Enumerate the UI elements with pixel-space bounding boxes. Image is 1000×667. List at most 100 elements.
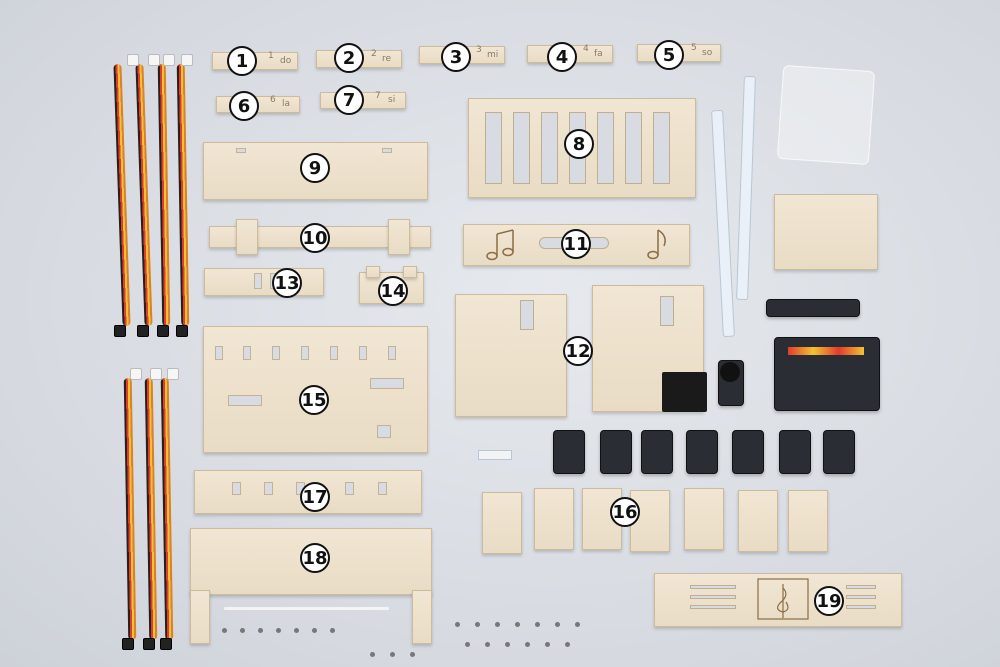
panel-hole xyxy=(345,482,354,495)
key-slot xyxy=(485,112,502,184)
screw xyxy=(505,642,510,647)
screw xyxy=(535,622,540,627)
part-label-5: 5 xyxy=(654,40,684,70)
cable-connector xyxy=(127,54,139,66)
screw xyxy=(455,622,460,627)
speaker-slot xyxy=(690,585,736,589)
speaker-slot xyxy=(846,595,876,599)
panel-hole xyxy=(264,482,273,495)
panel-16-piece xyxy=(482,492,522,554)
panel-10-tab xyxy=(388,219,410,255)
screw xyxy=(515,622,520,627)
expansion-board-header xyxy=(788,347,864,355)
key-slot xyxy=(625,112,642,184)
panel-hole xyxy=(330,346,338,360)
speaker-slot xyxy=(846,605,876,609)
part-label-9: 9 xyxy=(300,153,330,183)
panel-hole xyxy=(272,346,280,360)
key-note-6: 6 xyxy=(270,95,276,105)
cable-connector xyxy=(160,638,172,650)
treble-clef-icon xyxy=(757,578,809,620)
screw xyxy=(240,628,245,633)
panel-hole xyxy=(301,346,309,360)
panel-hole xyxy=(370,378,404,389)
panel-hole xyxy=(236,148,246,153)
key-note-7: 7 xyxy=(375,91,381,101)
part-label-14: 14 xyxy=(378,276,408,306)
key-note-4: 4 xyxy=(583,44,589,54)
panel-hole xyxy=(382,148,392,153)
panel-16-piece xyxy=(788,490,828,552)
screw xyxy=(555,622,560,627)
key-slot xyxy=(541,112,558,184)
panel-hole xyxy=(359,346,367,360)
screw xyxy=(565,642,570,647)
led-bar-module xyxy=(766,299,860,317)
screw xyxy=(525,642,530,647)
key-slot xyxy=(653,112,670,184)
panel-16-piece xyxy=(534,488,574,550)
panel-18-leg xyxy=(412,590,432,644)
part-label-3: 3 xyxy=(441,42,471,72)
part-label-16: 16 xyxy=(610,497,640,527)
key-name-5: so xyxy=(702,48,713,58)
speaker-slot xyxy=(690,595,736,599)
key-note-1: 1 xyxy=(268,51,274,61)
board-mount-plate xyxy=(774,194,878,270)
foam-pad xyxy=(662,372,707,412)
cable-connector xyxy=(148,54,160,66)
music-note-icon xyxy=(647,229,666,260)
part-label-18: 18 xyxy=(300,543,330,573)
cable-connector xyxy=(176,325,188,337)
part-label-1: 1 xyxy=(227,46,257,76)
part-label-10: 10 xyxy=(300,223,330,253)
panel-hole xyxy=(243,346,251,360)
touch-button-module xyxy=(553,430,585,474)
panel-16-piece xyxy=(738,490,778,552)
touch-button-module xyxy=(641,430,673,474)
touch-button-module xyxy=(779,430,811,474)
part-label-17: 17 xyxy=(300,482,330,512)
panel-13 xyxy=(204,268,324,296)
panel-hole xyxy=(228,395,262,406)
speaker-slot xyxy=(690,605,736,609)
buzzer xyxy=(720,362,740,382)
panel-hole xyxy=(388,346,396,360)
touch-button-module xyxy=(686,430,718,474)
screw xyxy=(370,652,375,657)
panel-hole xyxy=(378,482,387,495)
screw xyxy=(475,622,480,627)
panel-hole xyxy=(232,482,241,495)
part-label-11: 11 xyxy=(561,229,591,259)
cable-connector xyxy=(167,368,179,380)
screw xyxy=(312,628,317,633)
cable-connector xyxy=(181,54,193,66)
cable-connector xyxy=(137,325,149,337)
screw xyxy=(410,652,415,657)
cable-tie xyxy=(224,607,389,610)
panel-hole xyxy=(215,346,223,360)
screw xyxy=(575,622,580,627)
part-label-6: 6 xyxy=(229,91,259,121)
panel-hole xyxy=(254,273,262,289)
screw xyxy=(485,642,490,647)
screw xyxy=(495,622,500,627)
screw xyxy=(330,628,335,633)
screw xyxy=(294,628,299,633)
key-name-6: la xyxy=(282,99,291,109)
panel-slot xyxy=(660,296,674,326)
key-slot xyxy=(597,112,614,184)
cable-connector xyxy=(163,54,175,66)
touch-button-module xyxy=(732,430,764,474)
speaker-slot xyxy=(846,585,876,589)
cable-connector xyxy=(114,325,126,337)
screw xyxy=(465,642,470,647)
part-label-15: 15 xyxy=(299,385,329,415)
music-note-icon xyxy=(486,229,514,261)
part-label-2: 2 xyxy=(334,43,364,73)
part-label-7: 7 xyxy=(334,85,364,115)
screw xyxy=(258,628,263,633)
cable-connector xyxy=(130,368,142,380)
